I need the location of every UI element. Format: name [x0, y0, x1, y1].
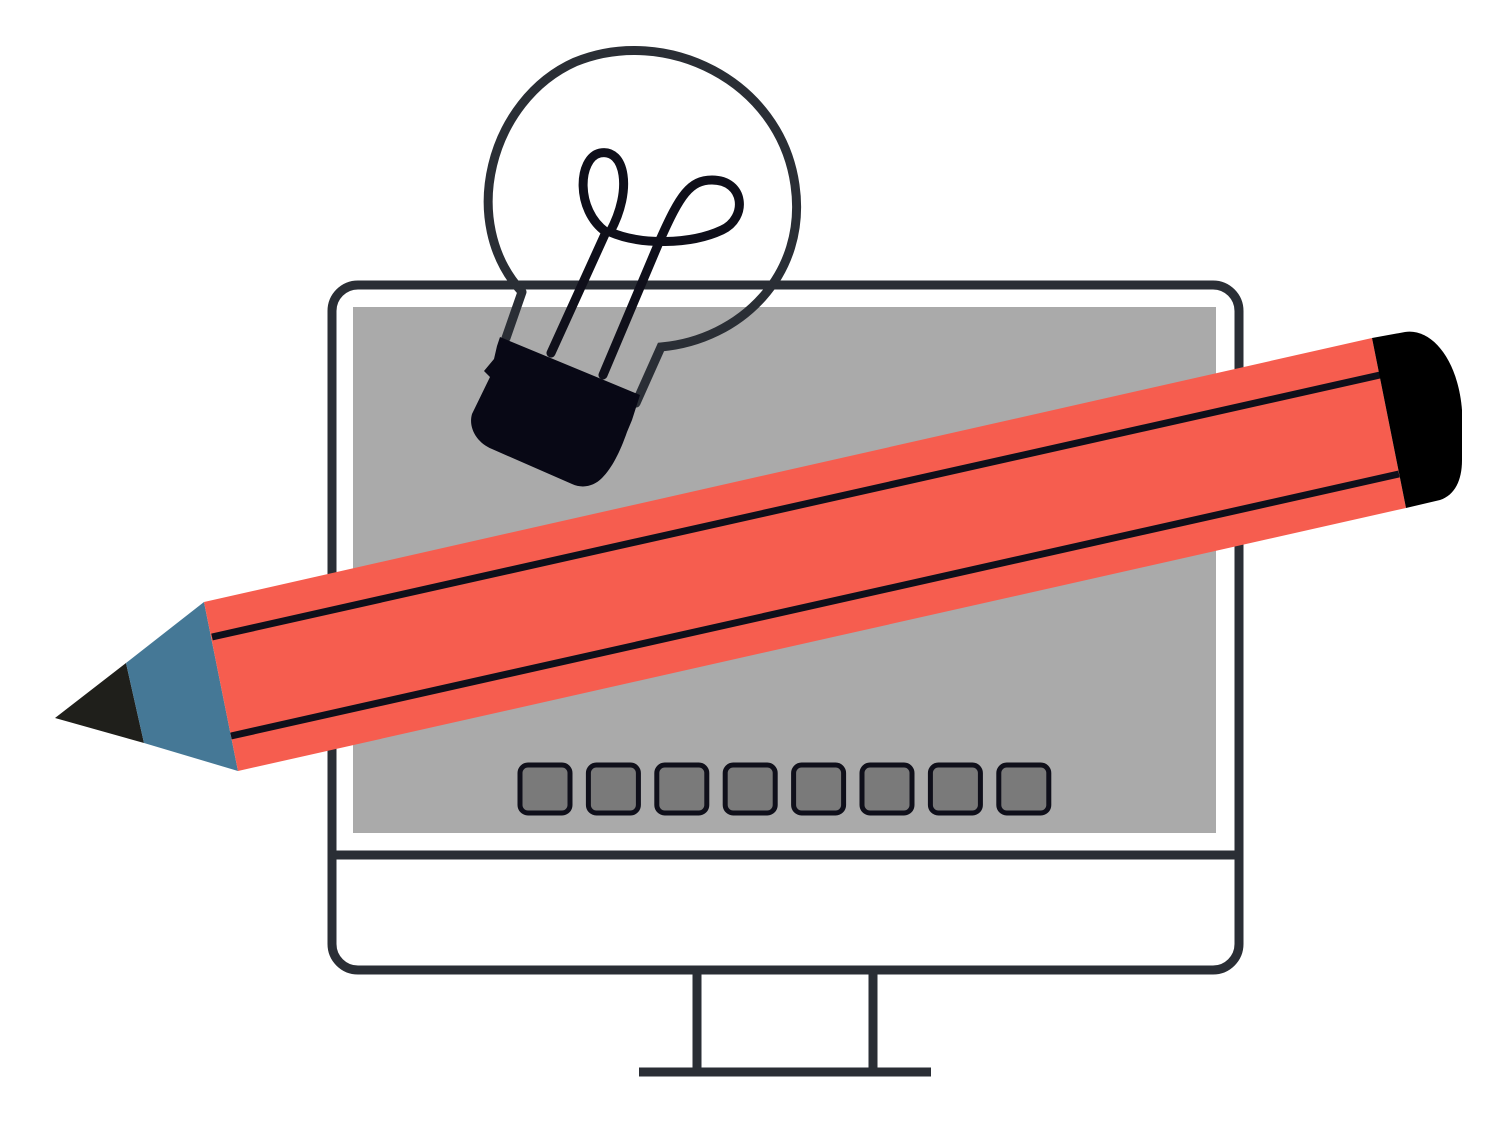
taskbar-key	[722, 762, 778, 816]
screen-taskbar	[517, 762, 1052, 816]
pencil-body	[204, 338, 1406, 771]
pencil-stripe-lower	[230, 470, 1400, 740]
taskbar-key	[585, 762, 641, 816]
light-bulb-base	[471, 337, 640, 487]
monitor-stand	[639, 972, 931, 1077]
light-bulb-glass	[483, 45, 801, 408]
taskbar-key	[859, 762, 915, 816]
pencil-lead	[55, 663, 144, 743]
taskbar-key	[927, 762, 983, 816]
taskbar-key	[996, 762, 1052, 816]
pencil-stripe-upper	[211, 371, 1381, 641]
taskbar-key	[791, 762, 847, 816]
taskbar-key	[654, 762, 710, 816]
pencil-eraser	[1372, 331, 1462, 508]
light-bulb-filament	[546, 148, 744, 380]
light-bulb-icon	[471, 45, 801, 487]
pencil-icon	[55, 331, 1462, 771]
pencil-wood-tip	[126, 602, 238, 771]
taskbar-key	[517, 762, 573, 816]
